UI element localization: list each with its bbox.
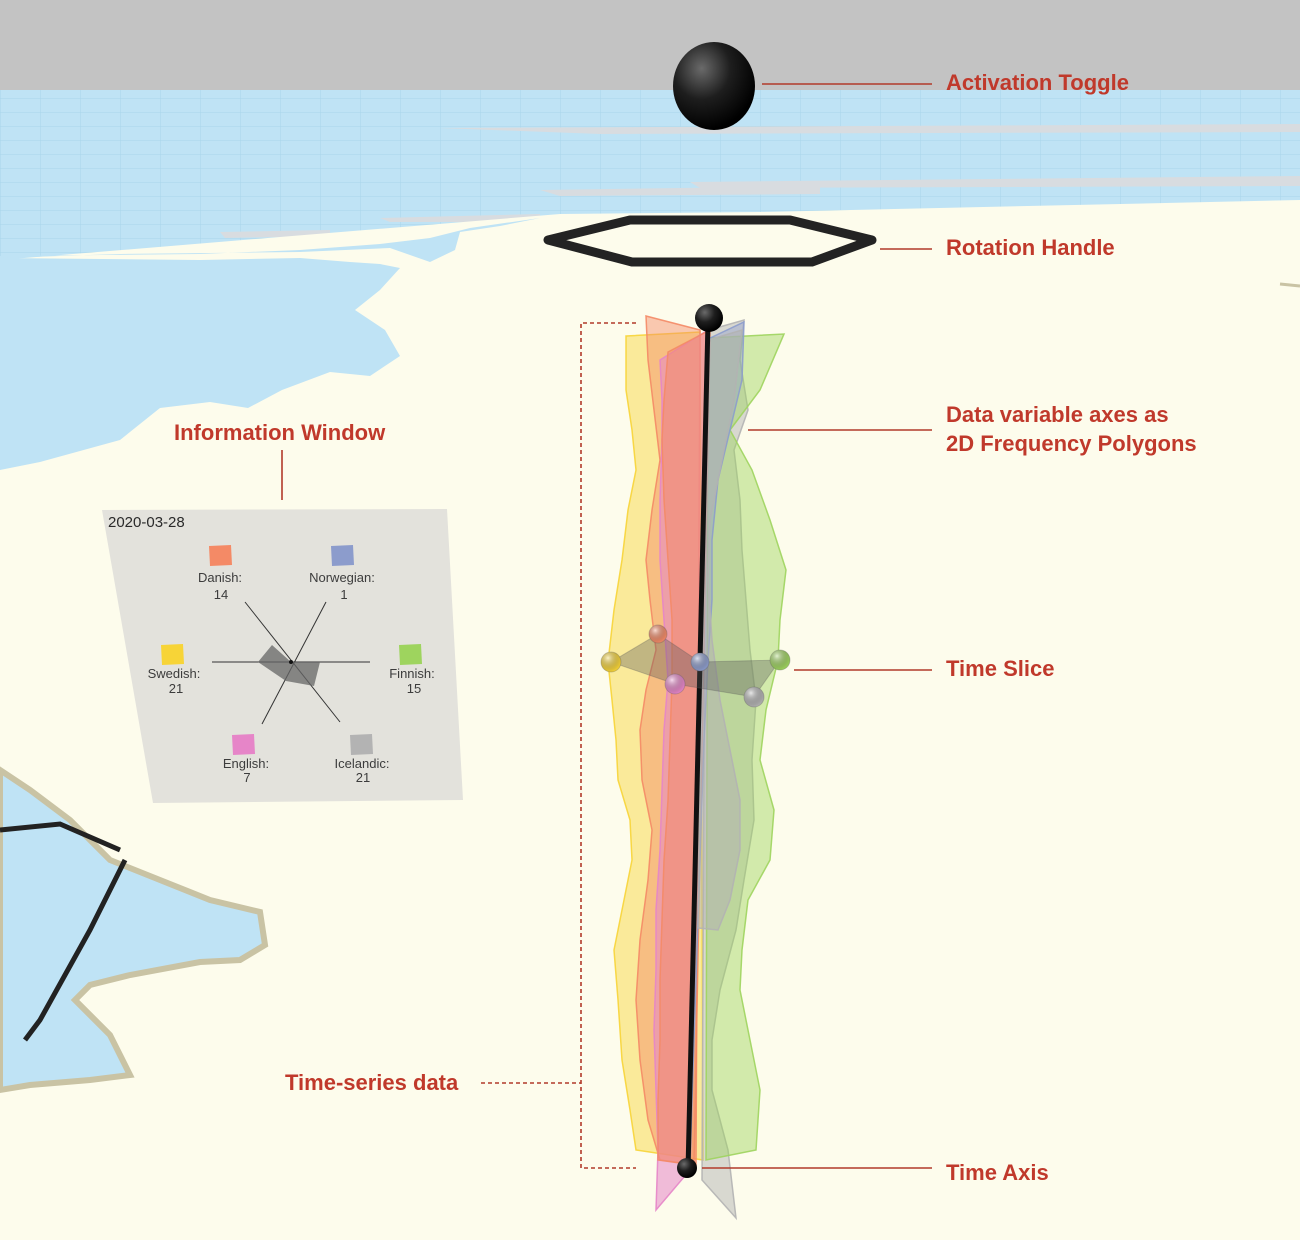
- land-near: [0, 200, 1300, 1240]
- legend-value: 21: [356, 770, 370, 785]
- time-slice-marker-highlight: [770, 650, 790, 670]
- time-slice-marker-highlight: [649, 625, 667, 643]
- info-legend-item: English:7: [223, 734, 269, 785]
- radar-value-polygon: [258, 645, 320, 686]
- time-slice-marker-highlight: [691, 653, 709, 671]
- legend-label: Finnish:: [389, 666, 435, 681]
- legend-swatch: [331, 545, 354, 566]
- time-slice-markers: [600, 624, 791, 708]
- legend-value: 21: [169, 681, 183, 696]
- sea-lower-left: [0, 766, 269, 1094]
- info-legend-item: Icelandic:21: [335, 734, 390, 785]
- time-axis-bottom-cap[interactable]: [677, 1158, 697, 1178]
- legend-label: English:: [223, 756, 269, 771]
- legend-swatch: [350, 734, 373, 755]
- activation-toggle-label: Activation Toggle: [946, 70, 1129, 95]
- information-window-label: Information Window: [174, 420, 386, 445]
- sky-background: [0, 0, 1300, 90]
- distant-land: [220, 124, 1300, 238]
- data-axes-label-line2: 2D Frequency Polygons: [946, 431, 1197, 456]
- legend-value: 1: [340, 587, 347, 602]
- time-slice-marker-highlight: [665, 674, 685, 694]
- info-legend-item: Swedish:21: [148, 644, 201, 696]
- legend-label: Danish:: [198, 570, 242, 585]
- frequency-polygons: [607, 315, 787, 1221]
- legend-swatch: [209, 545, 232, 566]
- callout-leaders: [281, 83, 932, 1169]
- rotation-handle-ring[interactable]: [543, 215, 877, 267]
- time-axis-label: Time Axis: [946, 1160, 1049, 1185]
- activation-toggle-sphere[interactable]: [673, 42, 755, 130]
- time-axis-line: [685, 321, 711, 1171]
- frequency-polygon-finnish: [705, 333, 787, 1161]
- data-axes-label-line1: Data variable axes as: [946, 402, 1169, 427]
- legend-label: Swedish:: [148, 666, 201, 681]
- info-legend-item: Finnish:15: [389, 644, 435, 696]
- border-line-2: [23, 858, 128, 1042]
- legend-label: Icelandic:: [335, 756, 390, 771]
- legend-label: Norwegian:: [309, 570, 375, 585]
- time-slice-marker-highlight: [601, 652, 621, 672]
- time-axis-top-cap[interactable]: [695, 304, 723, 332]
- legend-swatch: [161, 644, 184, 665]
- information-window: 2020-03-28 Danish:14Norwegian:1Swedish:2…: [102, 509, 463, 803]
- border-line-1: [0, 821, 121, 853]
- info-window-date: 2020-03-28: [108, 514, 185, 531]
- info-legend-item: Danish: 14: [198, 545, 242, 602]
- radar-center-dot: [289, 660, 293, 664]
- time-slice-label: Time Slice: [946, 656, 1054, 681]
- rotation-handle-label: Rotation Handle: [946, 235, 1115, 260]
- legend-value: 15: [407, 681, 421, 696]
- sea-near-bay: [0, 218, 540, 470]
- legend-swatch: [399, 644, 422, 665]
- time-slice-marker-highlight: [744, 687, 764, 707]
- frequency-polygon-icelandic: [697, 328, 743, 931]
- legend-value: 14: [214, 587, 228, 602]
- info-legend-item: Norwegian: 1: [309, 545, 375, 602]
- coast-fragment: [1279, 282, 1300, 288]
- legend-swatch: [232, 734, 255, 755]
- time-series-label: Time-series data: [285, 1070, 459, 1095]
- legend-value: 7: [243, 770, 250, 785]
